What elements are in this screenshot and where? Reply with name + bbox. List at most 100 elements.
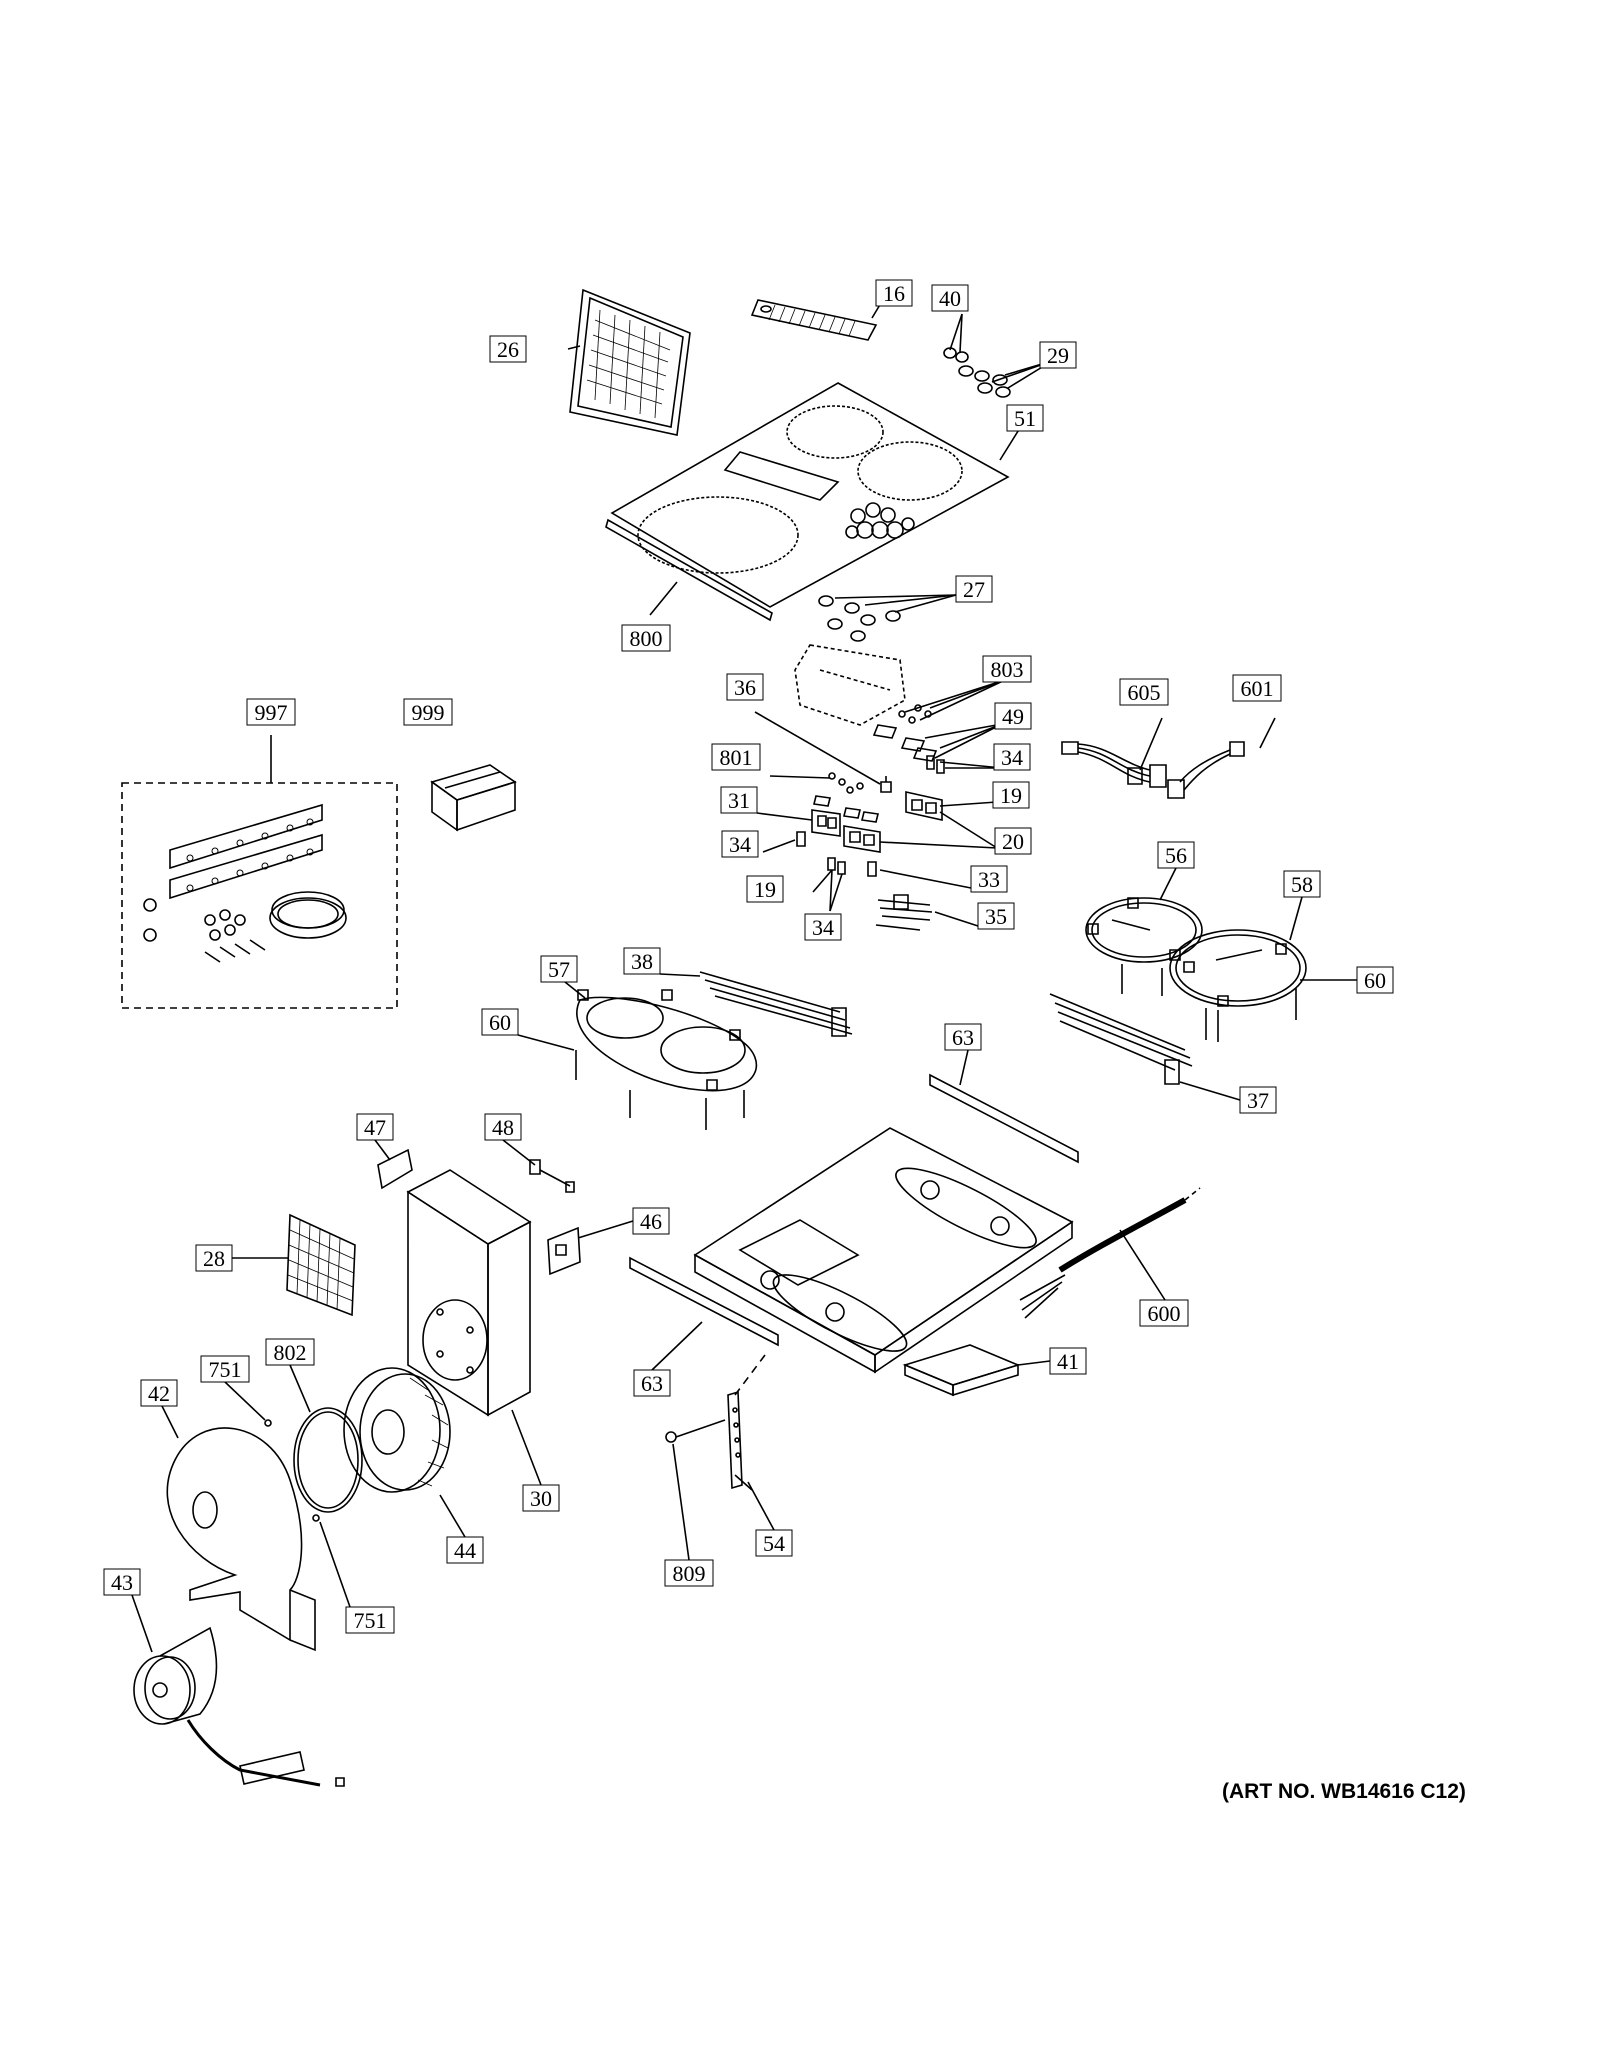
svg-text:802: 802 bbox=[274, 1340, 307, 1365]
callout-37: 37 bbox=[1239, 1086, 1277, 1114]
svg-text:58: 58 bbox=[1291, 872, 1313, 897]
part-26-mesh-sheet bbox=[570, 290, 690, 435]
callout-34-left: 34 bbox=[721, 830, 759, 858]
part-751-screws bbox=[265, 1420, 319, 1521]
svg-text:41: 41 bbox=[1057, 1349, 1079, 1374]
part-51-cooktop-glass bbox=[612, 383, 1008, 607]
part-42-scroll-housing bbox=[167, 1428, 315, 1650]
svg-text:33: 33 bbox=[978, 867, 1000, 892]
callout-40: 40 bbox=[931, 284, 969, 312]
part-46-bracket bbox=[548, 1228, 580, 1274]
part-809-screw bbox=[666, 1420, 725, 1442]
callout-809: 809 bbox=[664, 1559, 714, 1587]
svg-text:40: 40 bbox=[939, 286, 961, 311]
part-30-blower-housing bbox=[408, 1170, 530, 1415]
part-601-harness bbox=[1168, 742, 1244, 798]
callout-58: 58 bbox=[1283, 870, 1321, 898]
callout-36: 36 bbox=[726, 673, 764, 701]
svg-text:16: 16 bbox=[883, 281, 905, 306]
callout-600: 600 bbox=[1139, 1299, 1189, 1327]
svg-text:48: 48 bbox=[492, 1115, 514, 1140]
part-38-wire-harness bbox=[700, 972, 852, 1036]
svg-text:601: 601 bbox=[1241, 676, 1274, 701]
svg-text:37: 37 bbox=[1247, 1088, 1269, 1113]
callout-28: 28 bbox=[195, 1244, 233, 1272]
svg-text:27: 27 bbox=[963, 577, 985, 602]
part-33-connector bbox=[868, 862, 876, 876]
part-20-relay bbox=[844, 808, 880, 852]
callout-19-lower: 19 bbox=[746, 875, 784, 903]
callout-56: 56 bbox=[1157, 841, 1195, 869]
part-37-wire-harness bbox=[1050, 994, 1192, 1084]
svg-text:46: 46 bbox=[640, 1209, 662, 1234]
svg-text:28: 28 bbox=[203, 1246, 225, 1271]
part-27-bumpers bbox=[819, 596, 900, 641]
svg-text:56: 56 bbox=[1165, 843, 1187, 868]
svg-text:43: 43 bbox=[111, 1570, 133, 1595]
svg-text:26: 26 bbox=[497, 337, 519, 362]
svg-text:600: 600 bbox=[1148, 1301, 1181, 1326]
callout-51: 51 bbox=[1006, 404, 1044, 432]
control-bracket bbox=[795, 645, 905, 725]
svg-text:800: 800 bbox=[630, 626, 663, 651]
callout-42: 42 bbox=[140, 1379, 178, 1407]
part-802-gasket-ring bbox=[294, 1408, 362, 1512]
part-40-29-knobs bbox=[944, 348, 1010, 397]
part-35-wiring bbox=[876, 895, 932, 930]
part-56-heating-element bbox=[1086, 898, 1202, 996]
part-47-bracket bbox=[378, 1150, 412, 1188]
part-801-screws bbox=[829, 773, 863, 793]
part-54-bracket bbox=[728, 1355, 765, 1490]
svg-text:30: 30 bbox=[530, 1486, 552, 1511]
svg-text:803: 803 bbox=[991, 657, 1024, 682]
svg-text:60: 60 bbox=[489, 1010, 511, 1035]
callout-60-right: 60 bbox=[1356, 966, 1394, 994]
callout-48: 48 bbox=[484, 1113, 522, 1141]
callout-54: 54 bbox=[755, 1529, 793, 1557]
svg-text:47: 47 bbox=[364, 1115, 386, 1140]
part-600-power-cord-conduit bbox=[1020, 1188, 1200, 1318]
svg-text:19: 19 bbox=[1000, 783, 1022, 808]
part-605-harness bbox=[1062, 742, 1166, 787]
svg-text:34: 34 bbox=[1001, 745, 1023, 770]
part-997-install-kit bbox=[122, 783, 397, 1008]
callout-605: 605 bbox=[1119, 678, 1169, 706]
svg-text:20: 20 bbox=[1002, 829, 1024, 854]
callout-751-lower: 751 bbox=[345, 1606, 395, 1634]
svg-text:35: 35 bbox=[985, 904, 1007, 929]
callout-601: 601 bbox=[1232, 674, 1282, 702]
svg-text:38: 38 bbox=[631, 949, 653, 974]
callout-49: 49 bbox=[994, 702, 1032, 730]
part-36-switch bbox=[881, 776, 891, 792]
part-31-relay bbox=[812, 796, 840, 836]
svg-text:54: 54 bbox=[763, 1531, 785, 1556]
callout-33: 33 bbox=[970, 865, 1008, 893]
callout-803: 803 bbox=[982, 655, 1032, 683]
svg-text:29: 29 bbox=[1047, 343, 1069, 368]
svg-text:63: 63 bbox=[641, 1371, 663, 1396]
chassis-pan bbox=[695, 1128, 1072, 1372]
callout-800: 800 bbox=[621, 624, 671, 652]
svg-text:751: 751 bbox=[354, 1608, 387, 1633]
part-41-tray bbox=[905, 1345, 1018, 1395]
svg-text:51: 51 bbox=[1014, 406, 1036, 431]
part-800-trim-strip bbox=[606, 520, 772, 620]
part-19-relay-upper bbox=[906, 792, 942, 820]
part-49-pads bbox=[874, 725, 936, 761]
part-999-box bbox=[432, 765, 515, 830]
svg-text:60: 60 bbox=[1364, 968, 1386, 993]
callout-16: 16 bbox=[875, 279, 913, 307]
callout-46: 46 bbox=[632, 1207, 670, 1235]
callout-802: 802 bbox=[265, 1338, 315, 1366]
callout-44: 44 bbox=[446, 1536, 484, 1564]
svg-text:44: 44 bbox=[454, 1538, 476, 1563]
part-63-strip-left bbox=[630, 1258, 778, 1345]
svg-text:801: 801 bbox=[720, 745, 753, 770]
callout-34-upper: 34 bbox=[993, 743, 1031, 771]
callout-57: 57 bbox=[540, 955, 578, 983]
part-58-heating-element bbox=[1170, 930, 1306, 1042]
callout-47: 47 bbox=[356, 1113, 394, 1141]
callout-41: 41 bbox=[1049, 1347, 1087, 1375]
svg-text:34: 34 bbox=[812, 915, 834, 940]
